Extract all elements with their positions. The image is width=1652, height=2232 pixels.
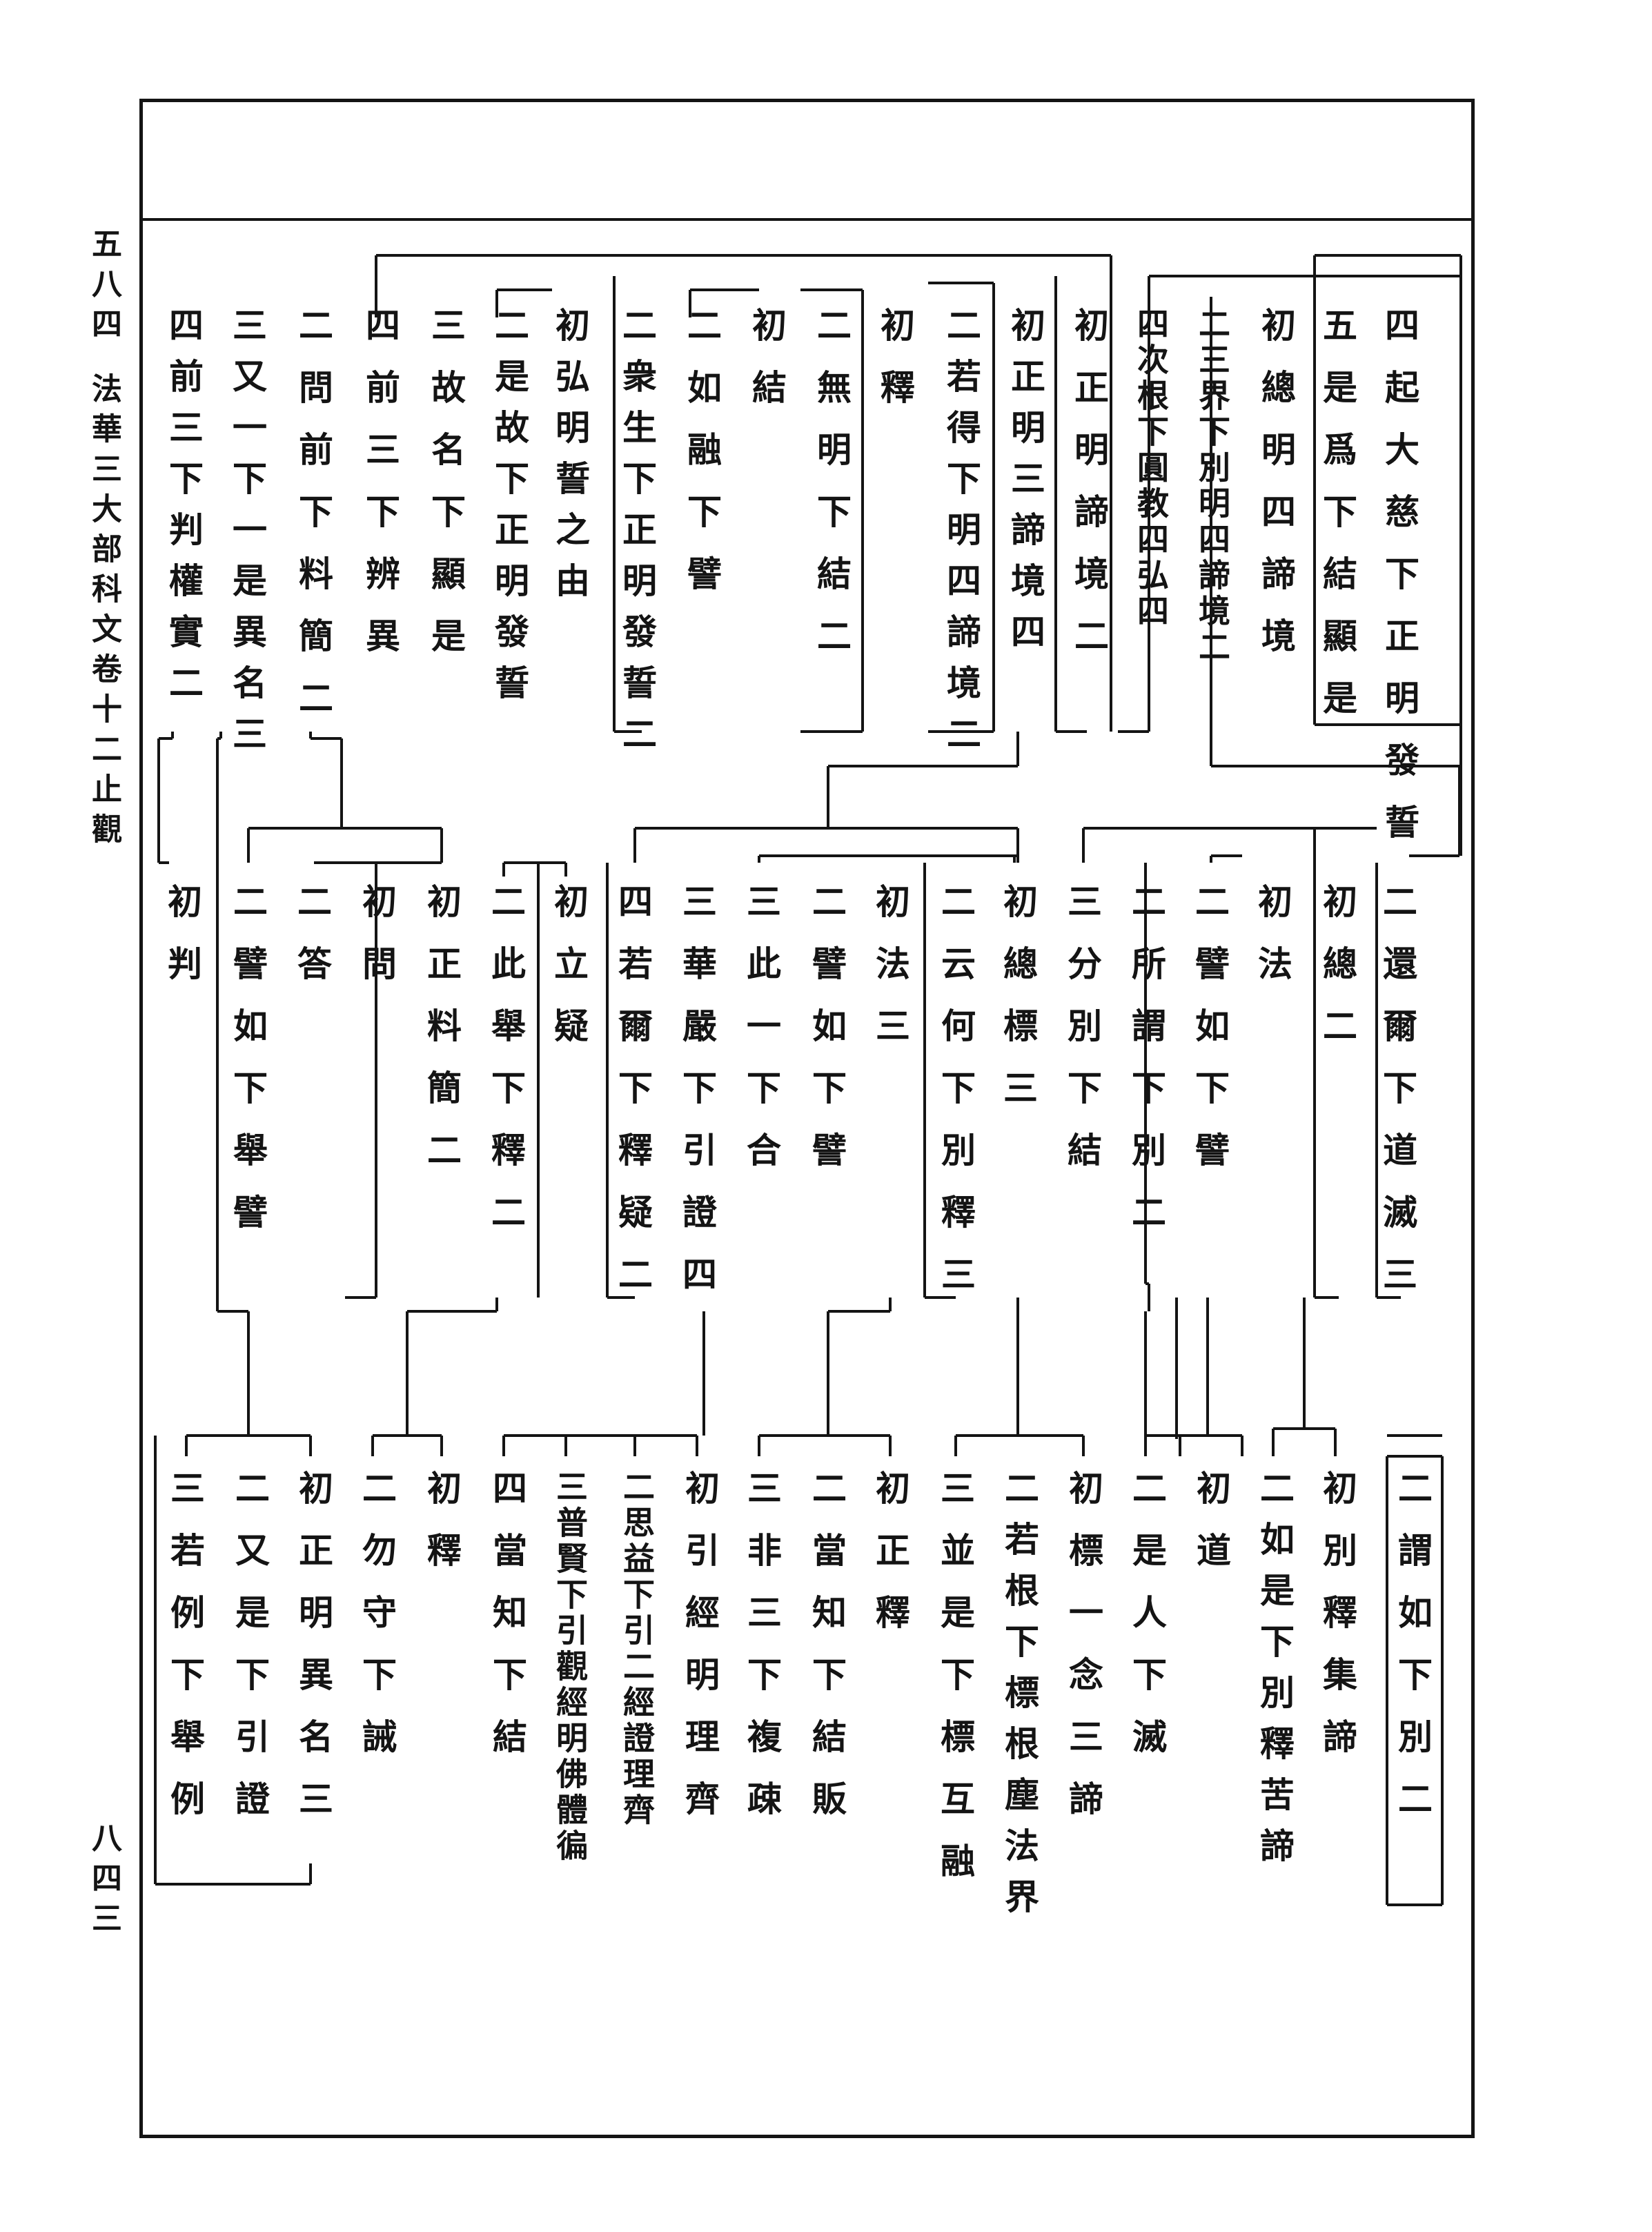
row2-entry-14: 初立疑	[549, 883, 589, 1070]
row3-entry-6: 初標一念三諦	[1063, 1470, 1104, 1843]
row1-entry-5: 四次根下圓教四弘四	[1132, 307, 1170, 630]
row1-entry-6: 初正明諦境二	[1069, 307, 1110, 680]
outer-frame	[139, 99, 1475, 2138]
row3-entry-12: 初引經明理齊	[680, 1470, 720, 1843]
row2-entry-11: 三此一下合	[741, 883, 782, 1194]
row1-entry-14: 初弘明誓之由	[550, 307, 591, 614]
top-rule	[143, 218, 1471, 221]
row1-entry-3: 初總明四諦境	[1256, 307, 1297, 680]
row1-entry-20: 四前三下判權實二	[164, 307, 204, 716]
row1-entry-17: 四前三下辨異	[360, 307, 401, 680]
row2-entry-10: 二譬如下譬	[807, 883, 847, 1194]
row3-entry-17: 二勿守下誡	[357, 1470, 397, 1781]
row2-entry-5: 二所謂下別二	[1126, 883, 1167, 1256]
row3-entry-20: 三若例下舉例	[165, 1470, 206, 1843]
row2-entry-16: 初正料簡二	[422, 883, 462, 1194]
row1-entry-7: 初正明三諦境四	[1005, 307, 1046, 665]
row1-entry-18: 二問前下料簡二	[293, 307, 334, 742]
row3-entry-3: 二如是下別釋苦諦	[1255, 1470, 1295, 1879]
margin-running-title: 法華三大部科文卷十二止觀	[86, 373, 121, 853]
row1-entry-15: 二是故下正明發誓	[489, 307, 530, 716]
row1-entry-13: 二衆生下正明發誓二	[617, 307, 658, 767]
row1-entry-12: 二如融下譬	[682, 307, 722, 618]
margin-folio: 八四三	[86, 1822, 121, 1942]
row1-entry-10: 二無明下結二	[812, 307, 852, 680]
row2-entry-15: 二此舉下釋二	[486, 883, 527, 1256]
row3-entry-9: 初正釋	[870, 1470, 911, 1656]
row3-entry-5: 二是人下滅	[1127, 1470, 1168, 1781]
row2-entry-12: 三華嚴下引證四	[677, 883, 718, 1318]
row3-entry-14: 三普賢下引觀經明佛體徧	[551, 1470, 589, 1865]
row1-entry-9: 初釋	[875, 307, 916, 431]
row2-entry-20: 初判	[162, 883, 203, 1008]
row2-entry-6: 三分別下結	[1062, 883, 1103, 1194]
margin-page-number: 五八四	[86, 228, 121, 348]
row2-entry-9: 初法三	[870, 883, 911, 1070]
row2-entry-13: 四若爾下釋疑二	[613, 883, 653, 1318]
row2-entry-3: 初法	[1252, 883, 1293, 1008]
row3-entry-1: 二謂如下別二	[1393, 1470, 1433, 1843]
row1-entry-19: 三又一下一是異名三	[227, 307, 268, 767]
row3-entry-19: 二又是下引證	[230, 1470, 271, 1843]
row2-entry-2: 初總二	[1317, 883, 1358, 1070]
row3-entry-7: 二若根下標根塵法界	[999, 1470, 1040, 1930]
row1-entry-16: 三故名下顯是	[426, 307, 466, 680]
row1-entry-8: 二若得下明四諦境二	[941, 307, 982, 767]
row3-entry-13: 二思益下引二經證理齊	[618, 1470, 656, 1829]
row2-entry-7: 初總標三	[998, 883, 1039, 1132]
row3-entry-18: 初正明異名三	[293, 1470, 334, 1843]
row3-entry-10: 二當知下結販	[807, 1470, 847, 1843]
row2-entry-4: 二譬如下譬	[1190, 883, 1230, 1194]
row3-entry-2: 初別釋集諦	[1317, 1470, 1358, 1781]
row3-entry-8: 三並是下標互融	[935, 1470, 976, 1905]
row2-entry-1: 二還爾下道滅三	[1377, 883, 1418, 1318]
row1-entry-2: 五是爲下結顯是	[1317, 307, 1358, 742]
row3-entry-15: 四當知下結	[487, 1470, 528, 1781]
row2-entry-19: 二譬如下舉譬	[228, 883, 268, 1256]
row3-entry-4: 初道	[1191, 1470, 1232, 1594]
row1-entry-4: 二三界下別明四諦境二	[1194, 307, 1231, 666]
row1-entry-11: 初結	[747, 307, 787, 431]
row2-entry-8: 二云何下別釋三	[936, 883, 976, 1318]
row1-entry-1: 四起大慈下正明發誓	[1379, 307, 1420, 866]
row3-entry-16: 初釋	[422, 1470, 462, 1594]
row2-entry-18: 二答	[292, 883, 333, 1008]
row2-entry-17: 初問	[357, 883, 397, 1008]
row3-entry-11: 三非三下複疎	[742, 1470, 783, 1843]
